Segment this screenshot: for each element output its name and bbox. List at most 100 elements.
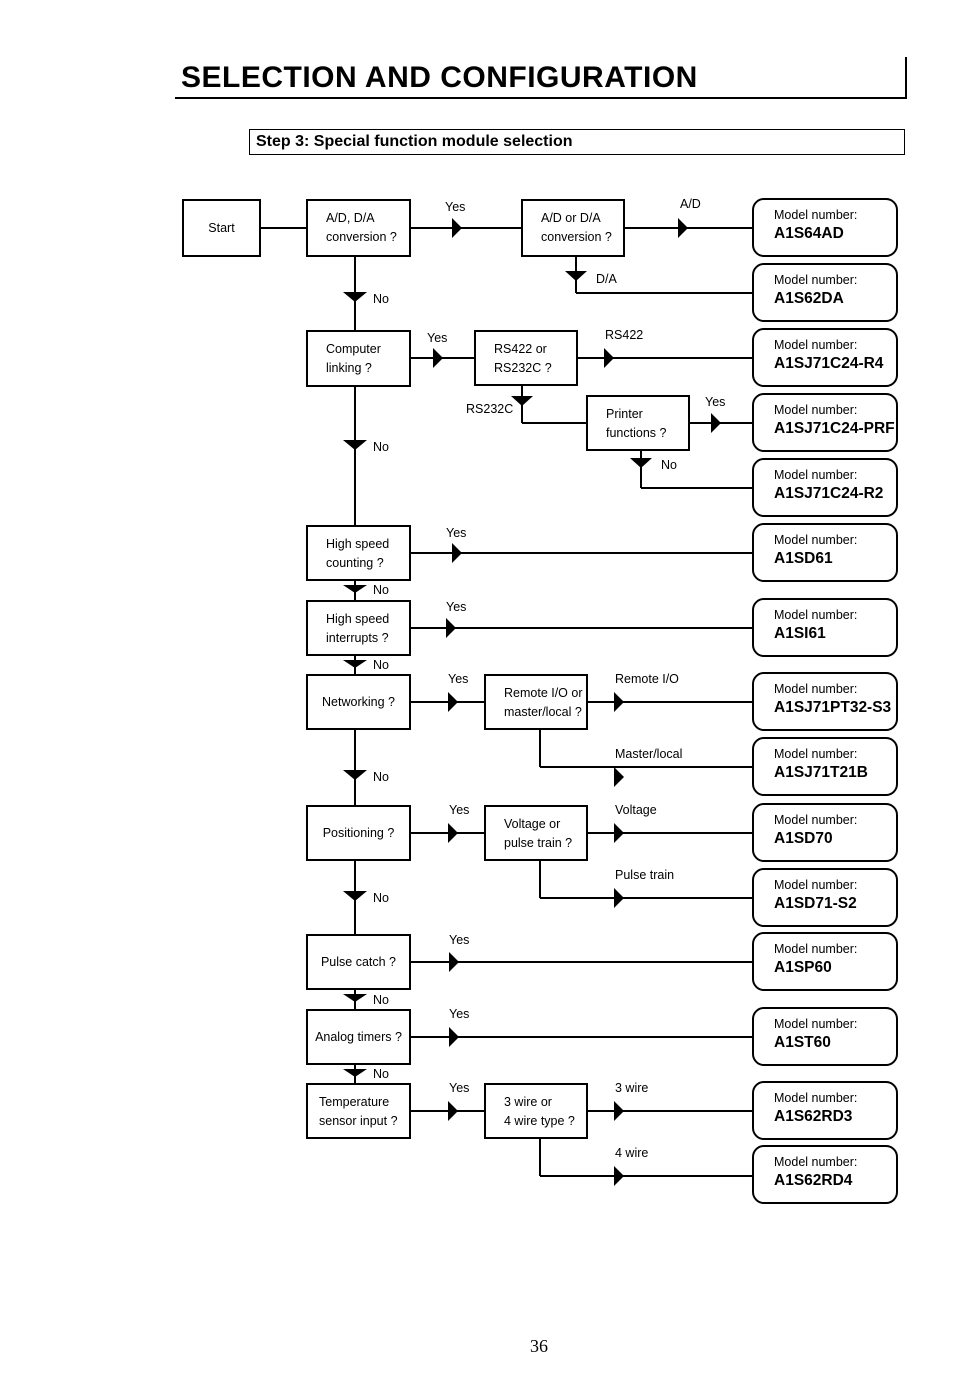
decision-text-line: 3 wire or bbox=[504, 1095, 552, 1109]
start-box: Start bbox=[182, 199, 261, 257]
branch-label-no: No bbox=[373, 440, 389, 454]
branch-label-no: No bbox=[373, 993, 389, 1007]
branch-label-no: No bbox=[373, 583, 389, 597]
decision-text-line: A/D or D/A bbox=[541, 211, 601, 225]
model-number-label: Model number: bbox=[774, 682, 858, 696]
decision-pulse-catch: Pulse catch ? bbox=[306, 934, 411, 990]
model-number-label: Model number: bbox=[774, 1091, 858, 1105]
model-number-value: A1SP60 bbox=[774, 959, 832, 976]
model-box-a1sj71pt32-s3: Model number: A1SJ71PT32-S3 bbox=[752, 672, 898, 731]
branch-label-no: No bbox=[373, 292, 389, 306]
decision-text-line: counting ? bbox=[326, 556, 384, 570]
model-box-a1s62rd3: Model number: A1S62RD3 bbox=[752, 1081, 898, 1140]
model-number-value: A1SD70 bbox=[774, 830, 833, 847]
decision-text-line: High speed bbox=[326, 537, 390, 551]
model-number-label: Model number: bbox=[774, 1017, 858, 1031]
model-number-label: Model number: bbox=[774, 942, 858, 956]
branch-label-voltage: Voltage bbox=[615, 803, 657, 817]
branch-label-no: No bbox=[661, 458, 677, 472]
step-heading-text: Step 3: Special function module selectio… bbox=[256, 133, 573, 150]
model-number-value: A1SJ71PT32-S3 bbox=[774, 699, 892, 716]
model-number-value: A1SI61 bbox=[774, 625, 826, 642]
branch-label-yes: Yes bbox=[448, 672, 469, 686]
branch-label-remote-io: Remote I/O bbox=[615, 672, 679, 686]
branch-label-no: No bbox=[373, 770, 389, 784]
decision-rs422-or-rs232c: RS422 or RS232C ? bbox=[474, 330, 578, 386]
decision-text-line: Pulse catch ? bbox=[320, 954, 397, 969]
model-number-label: Model number: bbox=[774, 1155, 858, 1169]
decision-positioning: Positioning ? bbox=[306, 805, 411, 861]
page-number: 36 bbox=[530, 1336, 548, 1356]
model-number-value: A1S62RD3 bbox=[774, 1108, 853, 1125]
page-title: SELECTION AND CONFIGURATION bbox=[175, 57, 907, 99]
model-number-value: A1SJ71C24-PRF bbox=[774, 420, 895, 437]
decision-text-line: Positioning ? bbox=[322, 825, 395, 840]
model-number-value: A1SJ71T21B bbox=[774, 764, 868, 781]
branch-label-no: No bbox=[373, 658, 389, 672]
decision-text-line: linking ? bbox=[326, 361, 372, 375]
decision-text-line: functions ? bbox=[606, 426, 667, 440]
branch-label-rs422: RS422 bbox=[605, 328, 644, 342]
model-number-value: A1SJ71C24-R4 bbox=[774, 355, 884, 372]
decision-text-line: pulse train ? bbox=[504, 836, 573, 850]
branch-label-master-local: Master/local bbox=[615, 747, 683, 761]
model-number-label: Model number: bbox=[774, 747, 858, 761]
model-number-label: Model number: bbox=[774, 338, 858, 352]
decision-text-line: RS232C ? bbox=[494, 361, 552, 375]
model-box-a1s64ad: Model number:A1S64AD bbox=[752, 198, 898, 257]
model-number-label: Model number: bbox=[774, 878, 858, 892]
decision-text-line: Printer bbox=[606, 407, 643, 421]
branch-label-yes: Yes bbox=[449, 1007, 470, 1021]
model-number-label: Model number: bbox=[774, 273, 858, 287]
connector-lines bbox=[261, 227, 752, 1177]
branch-label-yes: Yes bbox=[445, 200, 466, 214]
model-box-a1sj71t21b: Model number: A1SJ71T21B bbox=[752, 737, 898, 796]
model-number-value: A1SJ71C24-R2 bbox=[774, 485, 884, 502]
decision-remote-io-or-master-local: Remote I/O or master/local ? bbox=[484, 674, 588, 730]
model-number-label: Model number: bbox=[774, 403, 858, 417]
decision-text-line: A/D, D/A bbox=[326, 211, 375, 225]
model-number-value: A1SD71-S2 bbox=[774, 895, 857, 912]
decision-text-line: Analog timers ? bbox=[315, 1029, 402, 1044]
branch-label-no: No bbox=[373, 1067, 389, 1081]
model-box-a1si61: Model number: A1SI61 bbox=[752, 598, 898, 657]
decision-text-line: conversion ? bbox=[326, 230, 397, 244]
branch-label-4-wire: 4 wire bbox=[615, 1146, 649, 1160]
decision-high-speed-interrupts: High speed interrupts ? bbox=[306, 600, 411, 656]
decision-networking: Networking ? bbox=[306, 674, 411, 730]
decision-text-line: High speed bbox=[326, 612, 390, 626]
model-box-a1sj71c24-r4: Model number: A1SJ71C24-R4 bbox=[752, 328, 898, 387]
branch-label-no: No bbox=[373, 891, 389, 905]
branch-label-yes: Yes bbox=[449, 803, 470, 817]
decision-text-line: RS422 or bbox=[494, 342, 547, 356]
model-box-a1sj71c24-prf: Model number: A1SJ71C24-PRF bbox=[752, 393, 898, 452]
decision-ad-or-da: A/D or D/A conversion ? bbox=[521, 199, 625, 257]
branch-label-yes: Yes bbox=[446, 600, 467, 614]
start-label: Start bbox=[208, 220, 235, 235]
model-number-label: Model number: bbox=[774, 608, 858, 622]
decision-analog-timers: Analog timers ? bbox=[306, 1009, 411, 1065]
model-box-a1s62rd4: Model number:A1S62RD4 bbox=[752, 1145, 898, 1204]
decision-text-line: Remote I/O or bbox=[504, 686, 583, 700]
model-number-value: A1ST60 bbox=[774, 1034, 831, 1051]
model-box-a1sd71-s2: Model number: A1SD71-S2 bbox=[752, 868, 898, 927]
decision-text-line: 4 wire type ? bbox=[504, 1114, 575, 1128]
decision-temperature-sensor-input: Temperature sensor input ? bbox=[306, 1083, 411, 1139]
branch-label-yes: Yes bbox=[446, 526, 467, 540]
decision-high-speed-counting: High speed counting ? bbox=[306, 525, 411, 581]
arrowheads bbox=[343, 218, 721, 1186]
model-box-a1sj71c24-r2: Model number:A1SJ71C24-R2 bbox=[752, 458, 898, 517]
model-box-a1sd70: Model number: A1SD70 bbox=[752, 803, 898, 862]
decision-text-line: master/local ? bbox=[504, 705, 582, 719]
decision-printer-functions: Printer functions ? bbox=[586, 395, 690, 451]
model-number-label: Model number: bbox=[774, 208, 858, 222]
step-heading: Step 3: Special function module selectio… bbox=[249, 129, 905, 155]
decision-voltage-or-pulse-train: Voltage or pulse train ? bbox=[484, 805, 588, 861]
branch-label-da: D/A bbox=[596, 272, 617, 286]
branch-label-yes: Yes bbox=[449, 933, 470, 947]
decision-text-line: Temperature bbox=[319, 1095, 390, 1109]
model-number-label: Model number: bbox=[774, 813, 858, 827]
decision-text-line: conversion ? bbox=[541, 230, 612, 244]
decision-3-or-4-wire-type: 3 wire or 4 wire type ? bbox=[484, 1083, 588, 1139]
